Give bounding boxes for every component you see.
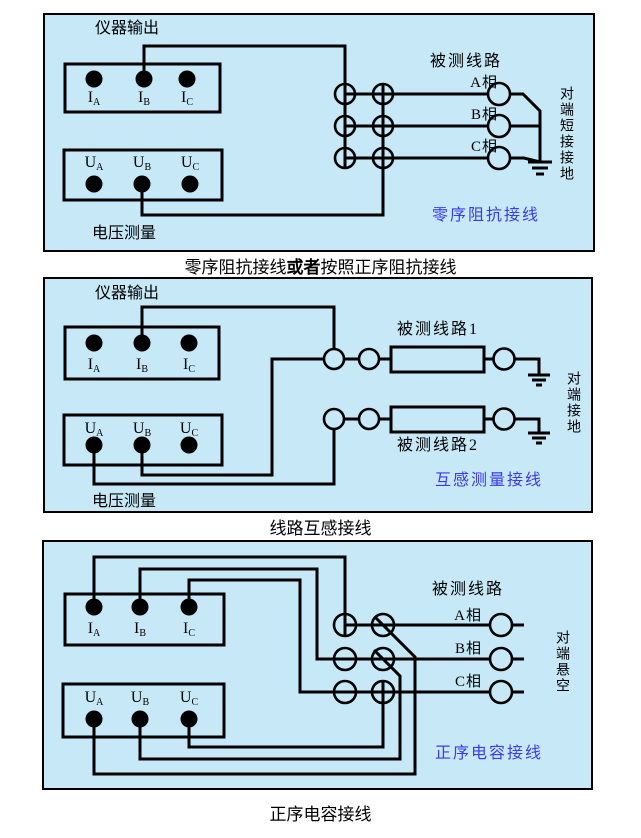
terminal-label-ub: UB [132,420,152,439]
terminal-label-ic: IC [183,356,195,375]
p3-uc-wire [187,681,385,749]
p2-line-rects [389,345,486,434]
line-under-test-label: 被测线路 [430,53,503,70]
p1-ib-wire [142,44,347,167]
p1-ground-symbol [528,160,552,176]
phase-a-label: A相 [470,75,498,91]
caption-zero-sequence: 零序阻抗接线或者按照正序阻抗接线 [0,253,641,278]
terminal-label-uc: UC [180,154,200,173]
line1-rect [389,345,486,374]
voltage-measure-box [62,148,224,202]
p3-terminal-dots [85,598,198,728]
caption-mutual-inductance: 线路互感接线 [269,519,372,538]
terminal-label-ia: IA [87,356,101,375]
phase-a-label: A相 [454,608,482,624]
mode-label-mutual: 互感测量接线 [435,472,544,489]
terminal-label-ua: UA [84,154,104,173]
caption1-pre: 零序阻抗接线 [184,258,287,277]
panel-zero-sequence: 仪器输出 电压测量 被测线路 A相 B相 C相 零序阻抗接线 对端短接接地 IA… [43,13,595,252]
voltage-measure-box [61,682,226,739]
current-output-box [63,592,226,647]
p3-wires [92,555,524,776]
panel2-wiring-svg [62,305,550,486]
phase-b-label: B相 [470,107,498,123]
caption1-post: 按照正序阻抗接线 [320,258,457,277]
terminal-label-uc: UC [179,689,199,708]
terminal-label-ib: IB [136,356,148,375]
p2-ground-symbol-2 [528,431,550,445]
far-end-label: 对端短接接地 [558,86,573,182]
terminal-label-ub: UB [132,154,152,173]
terminal-label-ib: IB [138,89,150,108]
terminal-dot [178,70,196,88]
p2-ground-symbol-1 [528,373,550,387]
panel1-wiring-svg [62,44,552,217]
p3-ia-wire [92,555,347,636]
p2-instrument-boxes [62,325,224,467]
p1-phase-rings [486,81,512,171]
terminal-label-ic: IC [183,620,195,639]
terminal-label-ua: UA [84,689,104,708]
terminal-label-ua: UA [84,420,104,439]
p3-ua-wire [92,615,417,776]
caption1-bold: 或者 [286,258,321,277]
panel-mutual-inductance: 仪器输出 电压测量 被测线路1 被测线路2 互感测量接线 对端接地 IA IB … [43,277,593,513]
p2-clip-circles [322,347,381,431]
p3-ic-wire [187,578,490,694]
terminal-label-ia: IA [87,89,101,108]
p3-clip-circles [332,612,396,705]
line-under-test-label: 被测线路 [432,581,505,598]
p1-instrument-boxes [62,62,224,202]
phase-c-label: C相 [454,674,482,690]
p1-terminal-dots [85,70,199,193]
terminal-dot [85,70,103,88]
current-output-box [63,62,222,114]
p1-a-to-ground-bus [510,92,542,162]
line2-rect [389,405,486,434]
terminal-label-ia: IA [87,620,101,639]
phase-b-label: B相 [454,641,482,657]
terminal-dot [181,175,199,193]
voltage-measure-box [62,413,224,467]
mode-label-zero-seq: 零序阻抗接线 [432,207,541,224]
voltage-measure-label: 电压测量 [92,225,157,242]
instrument-output-label: 仪器输出 [95,20,160,37]
mode-label-capacitance: 正序电容接线 [435,745,544,762]
terminal-label-ub: UB [130,689,150,708]
caption-capacitance: 正序电容接线 [269,805,372,824]
p2-ub-wire [140,357,334,477]
far-end-label: 对端悬空 [554,630,569,694]
p2-ib-wire [140,305,336,359]
voltage-measure-label: 电压测量 [92,493,157,510]
line2-label: 被测线路2 [397,437,480,454]
instrument-output-label: 仪器输出 [95,285,160,302]
p3-ib-wire [138,567,490,661]
current-output-box [63,325,221,381]
p3-phase-rings [488,612,514,705]
terminal-label-uc: UC [179,420,199,439]
terminal-dot [85,175,103,193]
p2-phase-rings [492,347,516,431]
panel-capacitance: 被测线路 A相 B相 C相 正序电容接线 对端悬空 IA IB IC UA UB… [42,540,593,790]
far-end-label: 对端接地 [565,371,580,435]
phase-c-label: C相 [470,139,498,155]
terminal-label-ib: IB [134,620,146,639]
panel3-wiring-svg [61,555,524,776]
terminal-dot [133,175,151,193]
terminal-dot [135,70,153,88]
line1-label: 被测线路1 [397,321,480,338]
p1-clip-circles [333,82,395,170]
terminal-label-ic: IC [181,89,193,108]
p1-wires [140,44,542,217]
p3-instrument-boxes [61,592,226,739]
p2-terminal-dots [85,334,198,454]
